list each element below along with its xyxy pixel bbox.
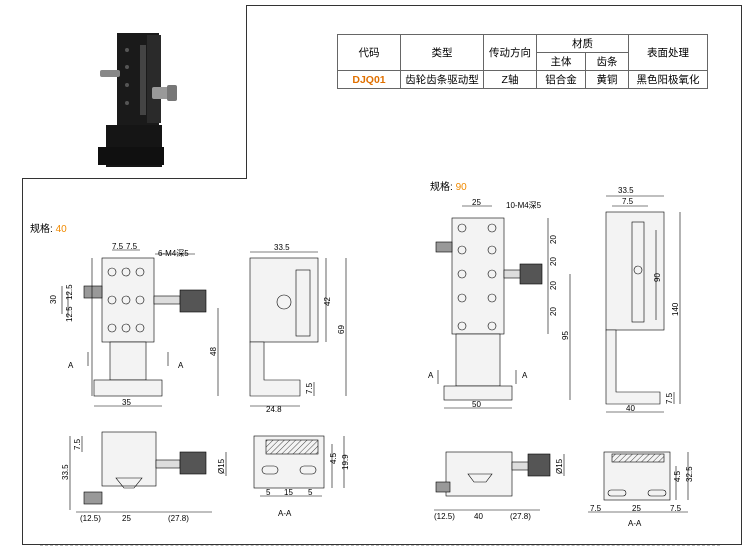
dim40-125a: 12.5 [65,284,74,300]
cell-type: 齿轮齿条驱动型 [400,70,484,89]
dim40-sec-45: 4.5 [329,452,338,464]
th-material-main: 主体 [536,52,586,71]
dim90-sec-a1: A [428,371,434,380]
dim90-side-75b: 7.5 [665,392,674,404]
dim90-25: 25 [472,198,481,207]
dim90-sec-75b: 7.5 [670,504,682,513]
dim40-sec-5b: 5 [308,488,313,497]
th-type: 类型 [400,34,484,71]
dim40-top-278: (27.8) [168,514,189,523]
document-frame [22,5,742,545]
spec-table: 代码 类型 传动方向 材质 表面处理 主体 齿条 DJQ01 齿轮齿条驱动型 Z… [337,34,708,89]
dim40-holes: 6-M4深5 [158,249,189,258]
dim90-95: 95 [561,331,570,340]
bottom-divider [40,545,720,546]
dim40-side-335: 33.5 [274,243,290,252]
dim90-holes: 10-M4深5 [506,201,542,210]
dim40-top-25: 25 [122,514,131,523]
dim40-35: 35 [122,398,131,407]
dim90-top-40: 40 [474,512,483,521]
dim40-side-248: 24.8 [266,405,282,414]
dim40-sec-name: A-A [278,509,292,518]
dim40-side-75: 7.5 [305,382,314,394]
dim40-top1: 7.5 [112,242,124,251]
dim40-sec-15: 15 [284,488,293,497]
dim40-top-125: (12.5) [80,514,101,523]
dim90-side-40: 40 [626,404,635,413]
product-photo [22,5,247,179]
dim90-side-140: 140 [671,302,680,316]
dim40-side-42: 42 [323,297,332,306]
th-finish: 表面处理 [628,34,708,71]
cell-main: 铝合金 [536,70,586,89]
th-code: 代码 [337,34,401,71]
dim90-20c: 20 [549,281,558,290]
dim90-top-15: Ø15 [555,458,564,474]
dim40-side-69: 69 [337,325,346,334]
dim40-48: 48 [209,347,218,356]
product-image [98,33,177,167]
dim90-50: 50 [472,400,481,409]
dim90-20d: 20 [549,307,558,316]
dim40-top-15: Ø15 [217,458,226,474]
dim40-sec-a2: A [178,361,184,370]
dim90-sec-45: 4.5 [673,470,682,482]
dim90-20b: 20 [549,257,558,266]
cell-direction: Z轴 [483,70,537,89]
dim90-sec-75a: 7.5 [590,504,602,513]
dim40-top-335: 33.5 [61,464,70,480]
dim90-side-90: 90 [653,273,662,282]
dim40-sec-a1: A [68,361,74,370]
dim90-sec-25: 25 [632,504,641,513]
dim90-top-125: (12.5) [434,512,455,521]
dim90-sec-a2: A [522,371,528,380]
cell-finish: 黑色阳极氧化 [628,70,708,89]
spec90-label: 规格: 90 [430,182,467,193]
dim90-20a: 20 [549,235,558,244]
dim90-side-75: 7.5 [622,197,634,206]
dim40-30: 30 [49,295,58,304]
dim40-sec-5a: 5 [266,488,271,497]
dim90-sec-325: 32.5 [685,466,694,482]
dim40-top-75: 7.5 [73,438,82,450]
dim40-125b: 12.5 [65,306,74,322]
dim90-side-335: 33.5 [618,186,634,195]
dim40-top2: 7.5 [126,242,138,251]
dim90-sec-name: A-A [628,519,642,528]
spec40-label: 规格: 40 [30,224,67,235]
dim90-top-278: (27.8) [510,512,531,521]
dim40-sec-199: 19.9 [341,454,350,470]
